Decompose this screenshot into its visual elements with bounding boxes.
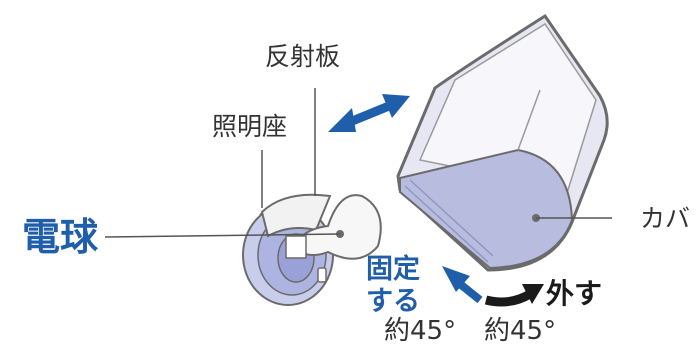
fix-label-line1: 固定	[366, 254, 420, 285]
fix-arrow	[442, 266, 483, 304]
angle-label-left: 約45°	[384, 316, 457, 346]
cover-illustration	[396, 13, 609, 272]
fix-label-line2: する	[366, 286, 420, 317]
leader-lines	[104, 88, 612, 238]
cover-label: カバ	[640, 204, 691, 233]
attach-detach-arrow	[328, 94, 410, 132]
bulb-label: 電球	[22, 215, 99, 259]
bulb-illustration	[285, 194, 382, 260]
remove-label: 外す	[546, 277, 603, 310]
angle-label-right: 約45°	[484, 316, 557, 346]
reflector-illustration	[260, 193, 332, 238]
remove-arrow	[484, 284, 544, 307]
reflector-label: 反射板	[265, 42, 341, 71]
lamp-base-label: 照明座	[212, 112, 288, 141]
